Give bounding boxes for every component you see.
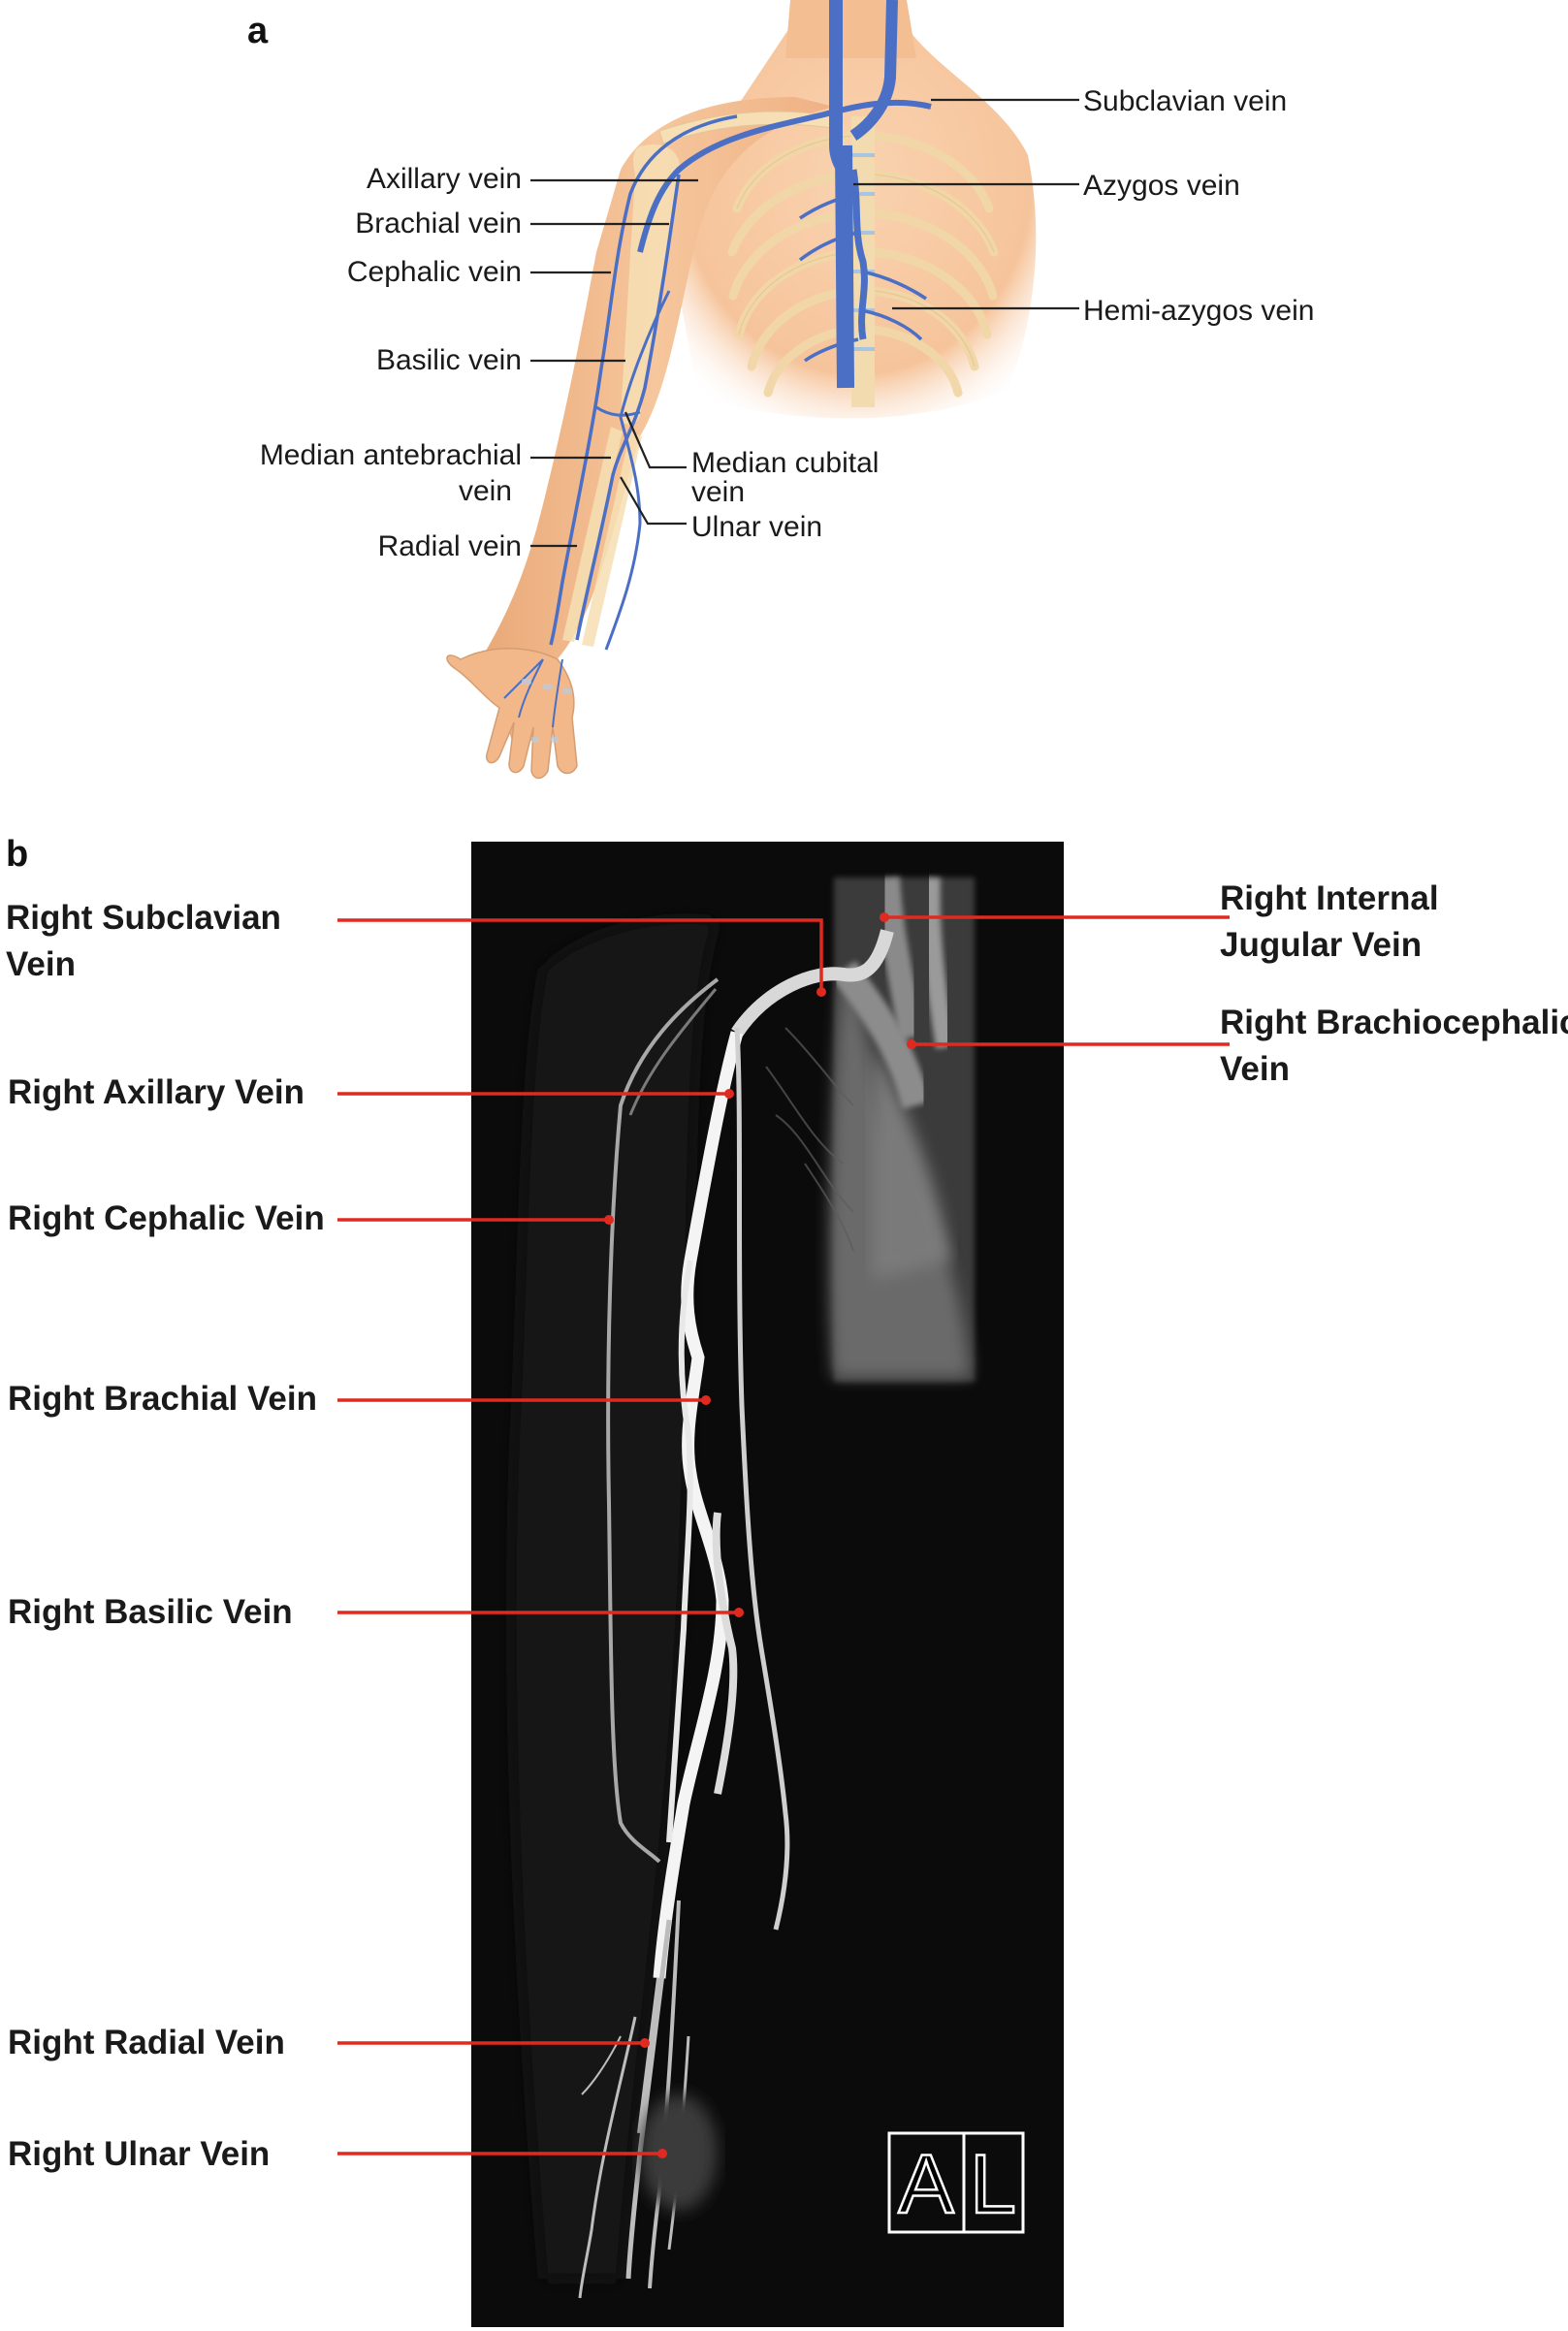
label-right-internal-jugular-line2: Jugular Vein [1220,926,1422,964]
label-subclavian-vein: Subclavian vein [1083,85,1287,117]
dot-right-subclavian [816,987,826,997]
panel-a-leaders [530,98,1079,548]
panel-a: a [247,0,1315,780]
label-radial-vein: Radial vein [378,530,522,562]
dot-right-cephalic [604,1215,614,1225]
label-median-cubital-line1: Median cubital [691,447,879,479]
label-right-internal-jugular-line1: Right Internal [1220,879,1439,917]
dot-right-internal-jugular [880,912,889,922]
label-right-subclavian-line2: Vein [6,945,76,983]
label-right-brachial-vein: Right Brachial Vein [8,1380,317,1418]
dot-right-brachiocephalic [907,1039,916,1049]
panel-b: b [6,834,1568,2327]
label-right-basilic-vein: Right Basilic Vein [8,1593,293,1631]
arm-vein-illustration [446,0,1037,780]
orientation-letter-l: L [970,2138,1016,2231]
dot-right-axillary [724,1089,734,1099]
leader-ulnar [620,476,687,526]
label-right-axillary-vein: Right Axillary Vein [8,1073,304,1111]
label-brachial-vein: Brachial vein [355,208,522,239]
dot-right-ulnar [657,2149,667,2158]
leader-right-subclavian [337,918,823,992]
label-right-cephalic-vein: Right Cephalic Vein [8,1199,325,1237]
dot-right-basilic [734,1608,744,1617]
orientation-letter-a: A [898,2138,954,2231]
label-ulnar-vein: Ulnar vein [691,511,822,543]
mr-venogram-image: A L [471,842,1064,2327]
label-hemiazygos-vein: Hemi-azygos vein [1083,295,1314,327]
panel-b-leaders [337,912,1230,2158]
label-right-subclavian-line1: Right Subclavian [6,899,281,937]
leader-median-cubital [624,411,687,469]
dot-right-brachial [701,1395,711,1405]
label-basilic-vein: Basilic vein [376,344,522,376]
panel-a-labels: Axillary vein Brachial vein Cephalic vei… [260,85,1315,562]
label-axillary-vein: Axillary vein [367,163,522,195]
label-median-cubital-line2: vein [691,476,745,508]
label-median-antebrachial-line1: Median antebrachial [260,439,522,471]
label-median-antebrachial-line2: vein [459,475,512,507]
dot-right-radial [640,2038,650,2048]
label-right-ulnar-vein: Right Ulnar Vein [8,2135,270,2173]
panel-b-letter: b [6,834,28,875]
label-right-brachiocephalic-line2: Vein [1220,1050,1290,1088]
panel-a-letter: a [247,11,269,51]
label-right-radial-vein: Right Radial Vein [8,2024,285,2061]
label-azygos-vein: Azygos vein [1083,170,1240,202]
panel-b-labels: Right Subclavian Vein Right Axillary Vei… [6,879,1568,2173]
label-cephalic-vein: Cephalic vein [347,256,522,288]
label-right-brachiocephalic-line1: Right Brachiocephalic [1220,1004,1568,1041]
orientation-marker: A L [887,2131,1025,2234]
